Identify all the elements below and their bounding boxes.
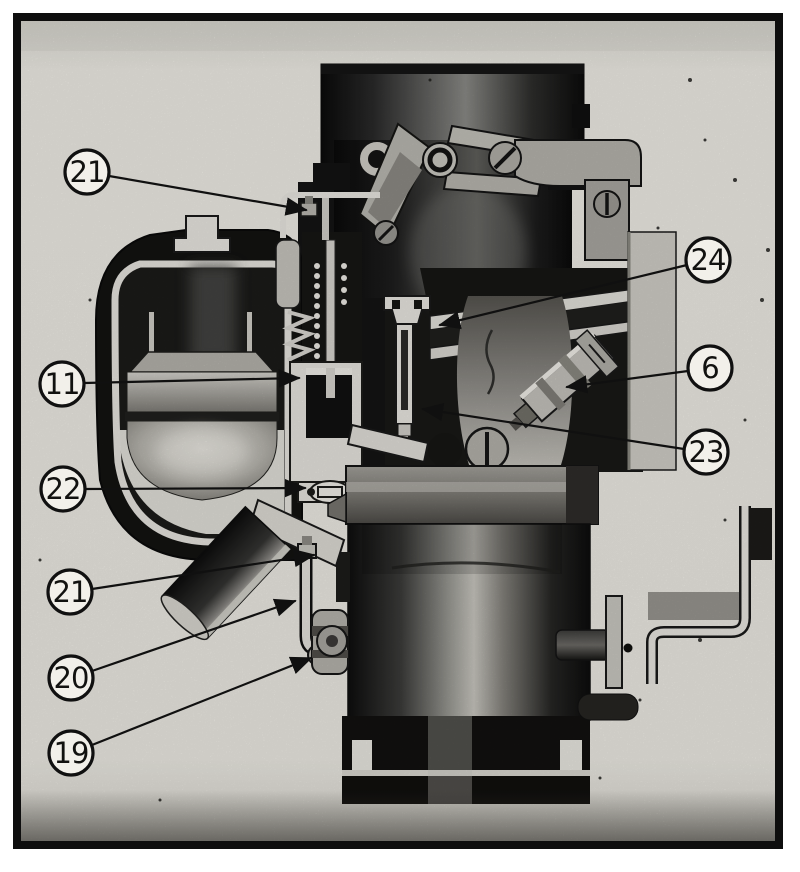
callout-circle bbox=[682, 428, 730, 476]
callout-6: 6 bbox=[565, 344, 734, 394]
leader-line bbox=[83, 478, 307, 498]
callout-20: 20 bbox=[47, 598, 297, 702]
callout-24: 24 bbox=[438, 236, 732, 330]
callout-number: 23 bbox=[689, 435, 724, 469]
callout-number: 11 bbox=[45, 367, 80, 401]
callout-number: 6 bbox=[701, 351, 718, 385]
leader-line bbox=[107, 174, 308, 216]
leader-line bbox=[565, 369, 690, 394]
callout-circle bbox=[46, 568, 94, 616]
callouts: 21 11 22 21 20 19 24 bbox=[38, 148, 734, 777]
leader-line bbox=[90, 598, 297, 673]
callout-circle bbox=[684, 236, 732, 284]
callout-number: 21 bbox=[70, 155, 105, 189]
callout-number: 19 bbox=[54, 736, 89, 770]
callout-21-bottom: 21 bbox=[46, 548, 316, 616]
dust-specks bbox=[38, 78, 770, 802]
leader-line bbox=[90, 656, 313, 747]
callout-number: 20 bbox=[54, 661, 89, 695]
leader-line bbox=[82, 369, 301, 388]
callout-11: 11 bbox=[38, 360, 301, 408]
callout-19: 19 bbox=[47, 656, 313, 777]
callout-number: 22 bbox=[46, 472, 81, 506]
leader-line bbox=[438, 263, 689, 330]
leader-line bbox=[421, 402, 686, 451]
callout-circle bbox=[63, 148, 111, 196]
leader-line bbox=[90, 548, 316, 591]
callout-circle bbox=[47, 729, 95, 777]
callout-circle bbox=[686, 344, 734, 392]
callout-circle bbox=[47, 654, 95, 702]
callout-21-top: 21 bbox=[63, 148, 308, 216]
callout-23: 23 bbox=[421, 402, 730, 476]
halftone-grain bbox=[21, 21, 775, 841]
callout-circle bbox=[38, 360, 86, 408]
callout-circle bbox=[39, 465, 87, 513]
callout-22: 22 bbox=[39, 465, 307, 513]
callout-number: 21 bbox=[53, 575, 88, 609]
callout-number: 24 bbox=[691, 243, 726, 277]
